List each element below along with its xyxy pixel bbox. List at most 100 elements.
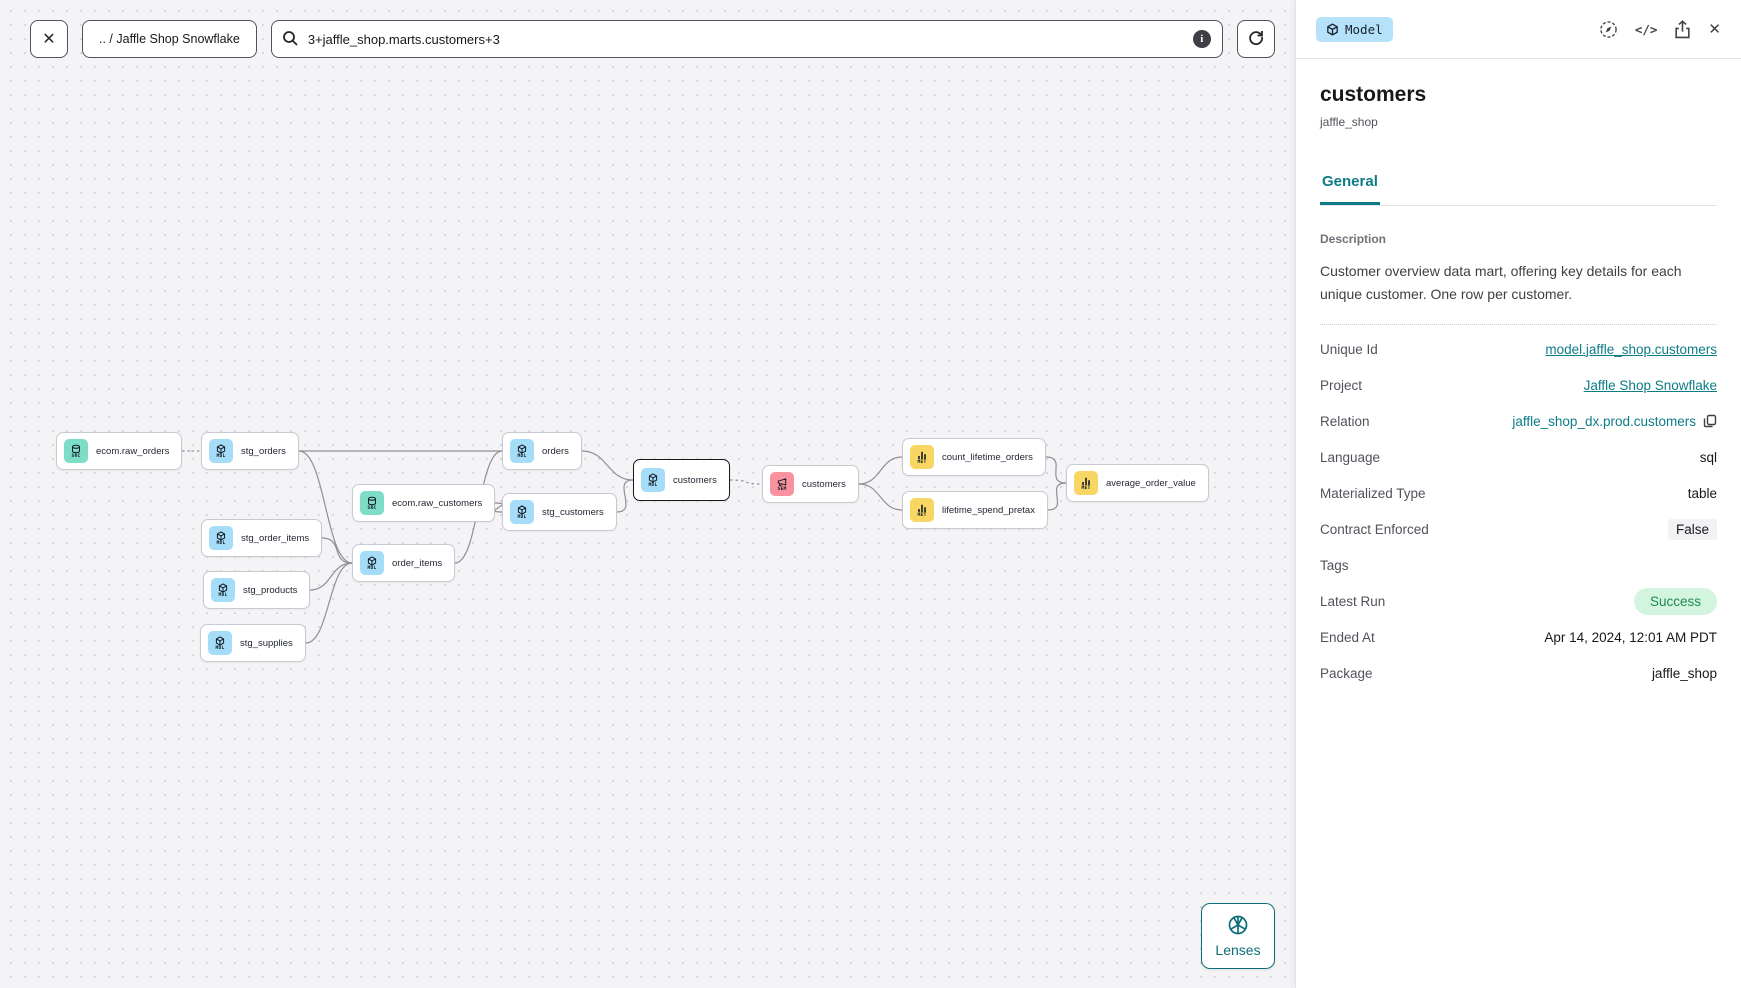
- search-icon: [282, 30, 299, 52]
- field-row: Language sql: [1320, 439, 1717, 475]
- description-label: Description: [1320, 232, 1387, 246]
- graph-node-customers[interactable]: MDL customers: [633, 459, 730, 501]
- field-label: Package: [1320, 665, 1373, 681]
- node-label: stg_customers: [542, 506, 604, 518]
- graph-toolbar: ✕ .. / Jaffle Shop Snowflake i: [30, 20, 1275, 58]
- field-label: Relation: [1320, 413, 1370, 429]
- mdl-node-icon: MDL: [208, 631, 232, 655]
- mdl-node-icon: MDL: [510, 439, 534, 463]
- graph-node-average_order_value[interactable]: MET average_order_value: [1066, 464, 1209, 502]
- field-label: Contract Enforced: [1320, 521, 1429, 537]
- close-icon: ✕: [42, 31, 56, 48]
- field-value-relation: jaffle_shop_dx.prod.customers: [1512, 414, 1717, 429]
- details-panel-header: Model </> ✕: [1296, 0, 1741, 59]
- lenses-label: Lenses: [1215, 942, 1261, 958]
- graph-node-stg_supplies[interactable]: MDL stg_supplies: [200, 624, 306, 662]
- met-node-icon: MET: [1074, 471, 1098, 495]
- refresh-icon: [1247, 28, 1265, 51]
- field-label: Project: [1320, 377, 1363, 393]
- node-label: stg_orders: [241, 445, 286, 457]
- breadcrumb[interactable]: .. / Jaffle Shop Snowflake: [82, 20, 257, 58]
- field-label: Unique Id: [1320, 341, 1378, 357]
- graph-node-ecom_raw_orders[interactable]: SRC ecom.raw_orders: [56, 432, 183, 470]
- mdl-node-icon: MDL: [209, 439, 233, 463]
- lenses-button[interactable]: Lenses: [1201, 903, 1275, 969]
- explore-compass-icon[interactable]: [1599, 20, 1618, 39]
- refresh-button[interactable]: [1236, 20, 1275, 58]
- panel-close-icon[interactable]: ✕: [1708, 21, 1721, 38]
- copy-icon[interactable]: [1703, 414, 1717, 428]
- model-cube-icon: [1327, 22, 1338, 36]
- node-label: lifetime_spend_pretax: [942, 504, 1035, 516]
- tab-general[interactable]: General: [1320, 163, 1380, 205]
- field-row: Contract Enforced False: [1320, 511, 1717, 547]
- graph-node-stg_customers[interactable]: MDL stg_customers: [502, 493, 617, 531]
- info-icon[interactable]: i: [1192, 30, 1211, 48]
- field-value-link[interactable]: Jaffle Shop Snowflake: [1583, 377, 1717, 393]
- search-input[interactable]: [270, 20, 1223, 58]
- description-text: Customer overview data mart, offering ke…: [1320, 263, 1682, 303]
- mdl-node-icon: MDL: [209, 526, 233, 550]
- node-label: stg_supplies: [240, 637, 293, 649]
- field-row: Ended At Apr 14, 2024, 12:01 AM PDT: [1320, 619, 1717, 655]
- graph-node-ecom_raw_customers[interactable]: SRC ecom.raw_customers: [352, 484, 496, 522]
- node-label: stg_products: [243, 584, 298, 596]
- mdl-node-icon: MDL: [211, 578, 235, 602]
- field-label: Materialized Type: [1320, 485, 1426, 501]
- field-row: Relation jaffle_shop_dx.prod.customers: [1320, 403, 1717, 439]
- node-label: customers: [802, 478, 846, 490]
- field-value: sql: [1699, 449, 1717, 465]
- panel-subtitle: jaffle_shop: [1320, 115, 1378, 129]
- graph-node-order_items[interactable]: MDL order_items: [352, 544, 456, 582]
- mdl-node-icon: MDL: [641, 468, 665, 492]
- field-value: jaffle_shop: [1651, 665, 1717, 681]
- divider: [1320, 324, 1717, 326]
- node-label: customers: [673, 474, 717, 486]
- graph-node-count_lifetime_orders[interactable]: MET count_lifetime_orders: [902, 438, 1046, 476]
- field-label: Ended At: [1320, 629, 1375, 645]
- share-icon[interactable]: [1674, 19, 1691, 39]
- node-label: count_lifetime_orders: [942, 451, 1033, 463]
- graph-node-lifetime_spend_pretax[interactable]: MET lifetime_spend_pretax: [902, 491, 1048, 529]
- graph-node-stg_products[interactable]: MDL stg_products: [203, 571, 311, 609]
- field-row: Unique Id model.jaffle_shop.customers: [1320, 331, 1717, 367]
- met-node-icon: MET: [910, 445, 934, 469]
- mdl-node-icon: MDL: [360, 551, 384, 575]
- met-node-icon: MET: [910, 498, 934, 522]
- node-label: orders: [542, 445, 569, 457]
- resource-type-badge: Model: [1316, 16, 1393, 42]
- node-label: order_items: [392, 557, 443, 569]
- details-panel: Model </> ✕ customers jaffle_shop Genera…: [1295, 0, 1741, 988]
- graph-node-stg_order_items[interactable]: MDL stg_order_items: [201, 519, 323, 557]
- field-row: Tags: [1320, 547, 1717, 583]
- sem-node-icon: SEM: [770, 472, 794, 496]
- field-row: Package jaffle_shop: [1320, 655, 1717, 691]
- field-row: Materialized Type table: [1320, 475, 1717, 511]
- src-node-icon: SRC: [64, 439, 88, 463]
- graph-node-stg_orders[interactable]: MDL stg_orders: [201, 432, 299, 470]
- field-label: Tags: [1320, 557, 1349, 573]
- field-label: Latest Run: [1320, 593, 1386, 609]
- contract-badge: False: [1667, 518, 1717, 540]
- lenses-icon: [1228, 915, 1248, 935]
- field-value: table: [1687, 485, 1717, 501]
- lineage-search: i: [270, 20, 1223, 58]
- node-label: ecom.raw_orders: [96, 445, 170, 457]
- mdl-node-icon: MDL: [510, 500, 534, 524]
- close-lineage-button[interactable]: ✕: [30, 20, 68, 58]
- graph-node-customers_sem[interactable]: SEM customers: [762, 465, 859, 503]
- field-label: Language: [1320, 449, 1381, 465]
- field-row: Latest Run Success: [1320, 583, 1717, 619]
- src-node-icon: SRC: [360, 491, 384, 515]
- status-badge: Success: [1633, 587, 1717, 615]
- field-value-link[interactable]: model.jaffle_shop.customers: [1545, 341, 1717, 357]
- panel-title: customers: [1320, 83, 1427, 106]
- panel-tabs: General: [1320, 163, 1717, 206]
- graph-node-orders[interactable]: MDL orders: [502, 432, 582, 470]
- field-row: Project Jaffle Shop Snowflake: [1320, 367, 1717, 403]
- node-label: average_order_value: [1106, 477, 1196, 489]
- node-label: ecom.raw_customers: [392, 497, 483, 509]
- code-icon[interactable]: </>: [1634, 21, 1658, 37]
- field-value: Apr 14, 2024, 12:01 AM PDT: [1544, 629, 1717, 645]
- node-label: stg_order_items: [241, 532, 310, 544]
